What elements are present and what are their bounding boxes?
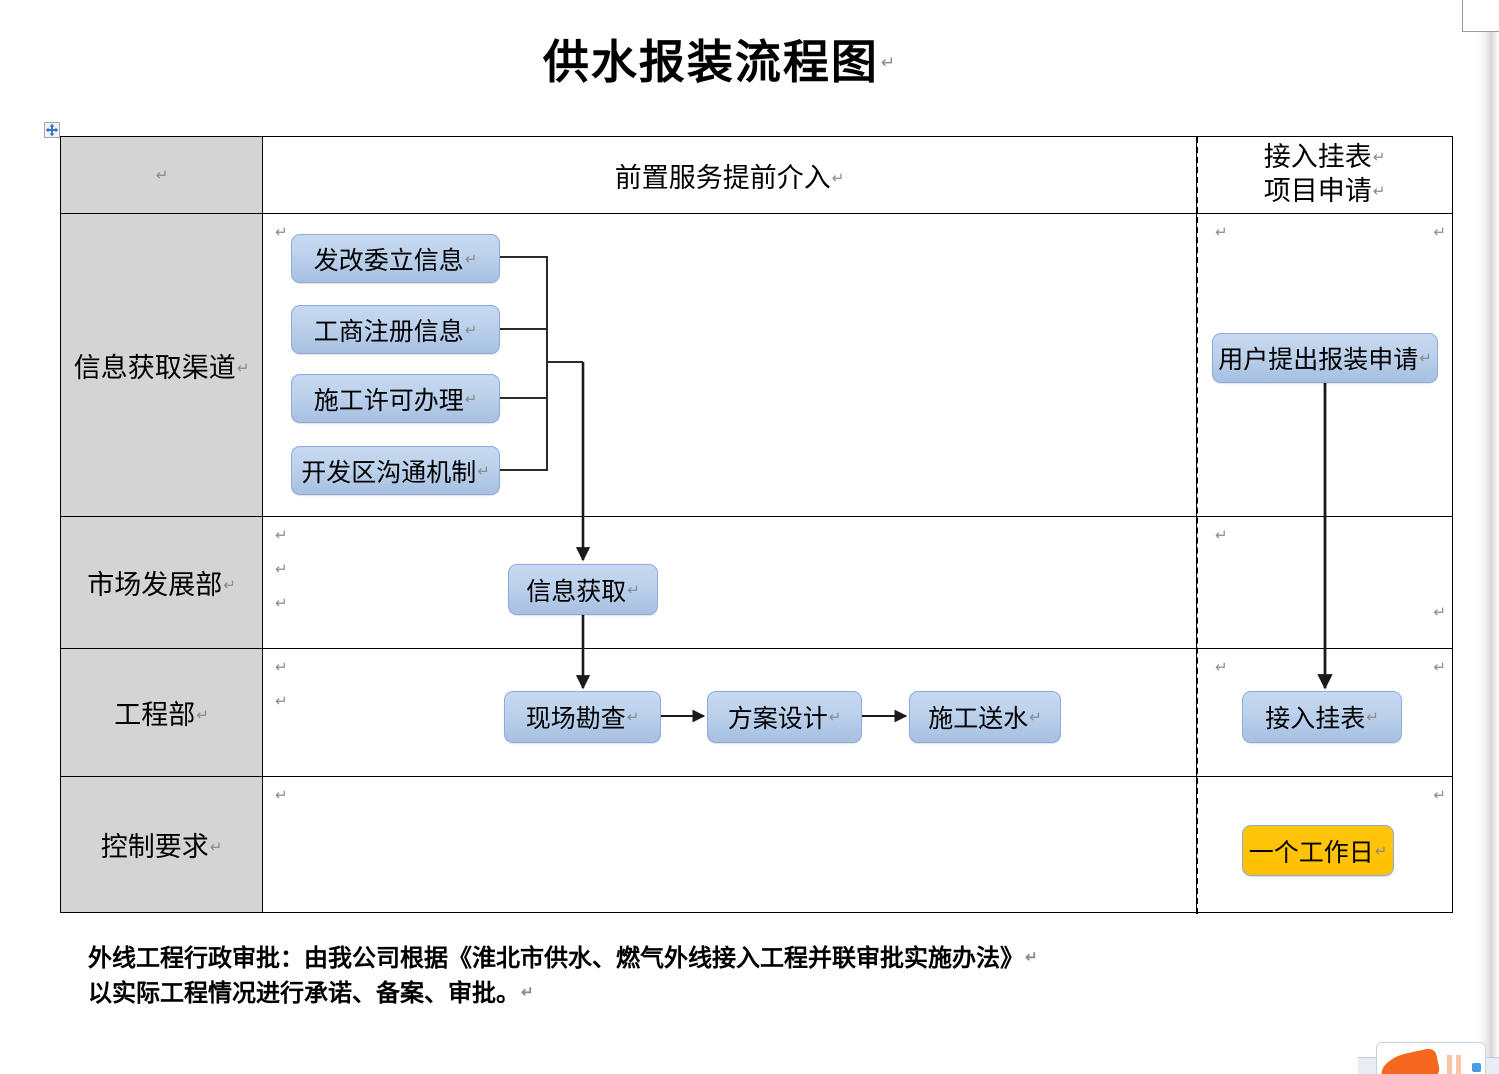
pilcrow-icon: ↵	[1215, 224, 1228, 241]
flow-box-info-acquire[interactable]: 信息获取↵	[508, 564, 658, 615]
pilcrow-icon: ↵	[223, 577, 236, 594]
row-label-text: 控制要求	[100, 832, 209, 862]
pilcrow-icon: ↵	[880, 53, 898, 72]
row-body-market-dept-right: ↵ ↵	[1196, 516, 1453, 649]
pilcrow-icon: ↵	[1433, 224, 1446, 241]
page-title-text: 供水报装流程图	[542, 37, 879, 88]
icon-dot	[1472, 1063, 1481, 1072]
swimlane-dashed-divider	[1196, 137, 1198, 914]
pilcrow-icon: ↵	[155, 166, 169, 184]
flow-box-user-application[interactable]: 用户提出报装申请↵	[1212, 333, 1438, 383]
pilcrow-icon: ↵	[464, 390, 478, 408]
flow-box-connect-meter[interactable]: 接入挂表↵	[1242, 691, 1402, 743]
page-right-edge-shadow	[1461, 0, 1499, 1073]
flow-box-source-4[interactable]: 开发区沟通机制↵	[291, 446, 500, 495]
row-label-text: 信息获取渠道	[73, 352, 236, 383]
pilcrow-icon: ↵	[275, 595, 288, 612]
pilcrow-icon: ↵	[521, 983, 534, 1001]
pilcrow-icon: ↵	[275, 224, 288, 241]
pilcrow-icon: ↵	[275, 527, 288, 544]
pilcrow-icon: ↵	[1433, 659, 1446, 676]
pilcrow-icon: ↵	[275, 787, 288, 804]
header-right-line2: 项目申请↵	[1263, 176, 1386, 206]
header-middle-cell: 前置服务提前介入↵	[262, 136, 1197, 214]
pilcrow-icon: ↵	[275, 561, 288, 578]
flow-box-source-3[interactable]: 施工许可办理↵	[291, 374, 500, 423]
icon-bar-1	[1447, 1055, 1452, 1074]
flow-box-scheme-design[interactable]: 方案设计↵	[707, 691, 862, 743]
flow-chart-table: ↵ 前置服务提前介入↵ 接入挂表↵ 项目申请↵ 信息获取渠道↵ ↵ ↵ ↵	[60, 136, 1453, 913]
header-right-cell: 接入挂表↵ 项目申请↵	[1196, 136, 1453, 214]
header-right-line1: 接入挂表↵	[1263, 142, 1386, 173]
pilcrow-icon: ↵	[1372, 149, 1386, 167]
row-label-text: 工程部	[114, 700, 196, 730]
pilcrow-icon: ↵	[1374, 842, 1388, 860]
pilcrow-icon: ↵	[627, 581, 640, 599]
table-row-market-dept: 市场发展部↵ ↵ ↵ ↵ ↵ ↵	[60, 516, 1453, 649]
pilcrow-icon: ↵	[831, 169, 845, 187]
header-label-cell: ↵	[60, 136, 263, 214]
flow-box-construct-supply[interactable]: 施工送水↵	[909, 691, 1061, 743]
pilcrow-icon: ↵	[464, 250, 478, 268]
flow-box-source-2[interactable]: 工商注册信息↵	[291, 305, 500, 354]
row-label-info-channel: 信息获取渠道↵	[60, 213, 263, 517]
pilcrow-icon: ↵	[828, 709, 842, 726]
row-label-market-dept: 市场发展部↵	[60, 516, 263, 649]
footer-note-line-1: 外线工程行政审批：由我公司根据《淮北市供水、燃气外线接入工程并联审批实施办法》↵	[88, 946, 1038, 972]
row-label-engineering-dept: 工程部↵	[60, 648, 263, 777]
pilcrow-icon: ↵	[1419, 350, 1432, 367]
pilcrow-icon: ↵	[1433, 604, 1446, 621]
table-row-header: ↵ 前置服务提前介入↵ 接入挂表↵ 项目申请↵	[60, 136, 1453, 214]
flow-box-site-survey[interactable]: 现场勘查↵	[504, 691, 661, 743]
pilcrow-icon: ↵	[477, 462, 490, 480]
taskbar-app-icon[interactable]	[1376, 1042, 1486, 1074]
row-label-text: 市场发展部	[87, 570, 223, 600]
row-body-market-dept-left: ↵ ↵ ↵	[262, 516, 1197, 649]
header-middle-text: 前置服务提前介入	[614, 162, 831, 193]
footer-note: 外线工程行政审批：由我公司根据《淮北市供水、燃气外线接入工程并联审批实施办法》↵…	[88, 942, 1038, 1012]
flow-box-control-one-workday[interactable]: 一个工作日↵	[1242, 825, 1394, 876]
flow-box-source-1[interactable]: 发改委立信息↵	[291, 234, 500, 283]
pilcrow-icon: ↵	[1372, 183, 1386, 200]
orange-swoosh-icon	[1378, 1047, 1442, 1074]
pilcrow-icon: ↵	[1215, 659, 1228, 676]
page-title: 供水报装流程图↵	[0, 26, 1440, 92]
footer-note-line-2: 以实际工程情况进行承诺、备案、审批。↵	[88, 980, 534, 1007]
pilcrow-icon: ↵	[1029, 709, 1042, 726]
pilcrow-icon: ↵	[209, 839, 223, 856]
pilcrow-icon: ↵	[1025, 949, 1038, 966]
pilcrow-icon: ↵	[1366, 709, 1379, 726]
pilcrow-icon: ↵	[1433, 787, 1446, 804]
pilcrow-icon: ↵	[275, 693, 288, 710]
icon-bar-2	[1456, 1055, 1461, 1074]
move-cross-icon	[45, 123, 59, 137]
pilcrow-icon: ↵	[626, 709, 640, 726]
top-right-partial-panel	[1462, 0, 1499, 32]
pilcrow-icon: ↵	[1215, 527, 1228, 544]
pilcrow-icon: ↵	[236, 359, 250, 377]
pilcrow-icon: ↵	[464, 321, 478, 339]
row-label-control-requirement: 控制要求↵	[60, 776, 263, 913]
row-body-control-left: ↵	[262, 776, 1197, 913]
pilcrow-icon: ↵	[196, 707, 209, 724]
pilcrow-icon: ↵	[275, 659, 288, 676]
table-move-handle[interactable]	[44, 122, 60, 138]
